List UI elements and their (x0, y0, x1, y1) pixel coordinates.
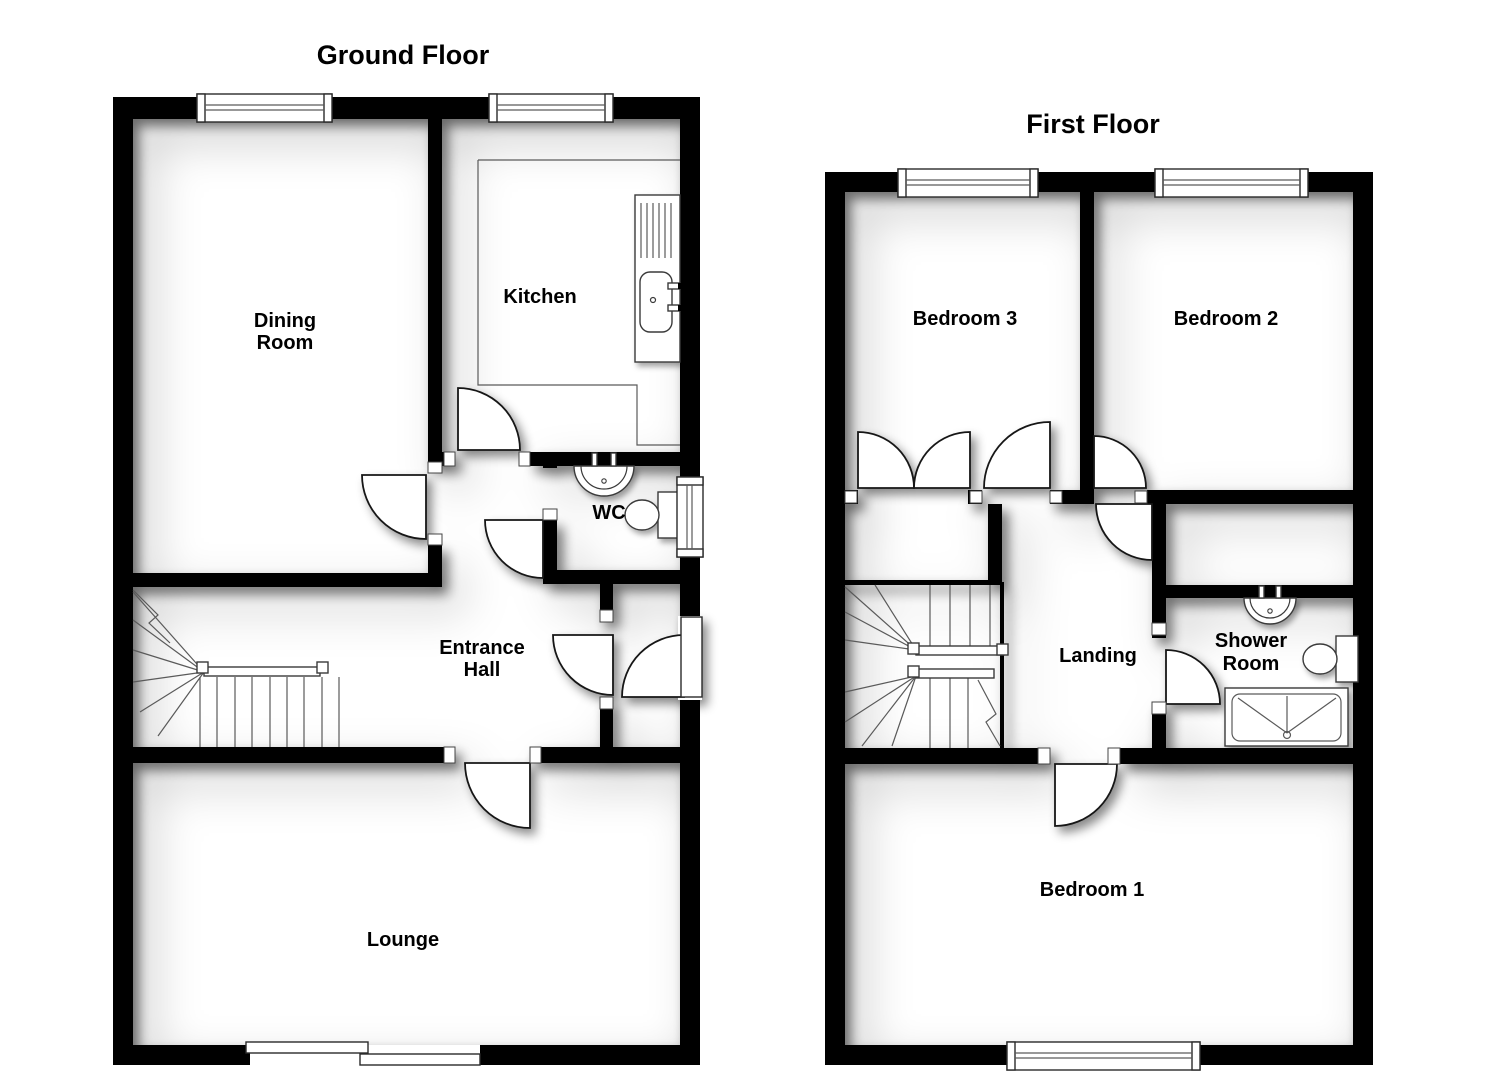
ff-stair-handrail-lower (915, 668, 995, 679)
ff-stair-newel-a (907, 642, 920, 655)
lounge-door-arc (464, 762, 531, 829)
ff-wall-bed3-bed2-divider (1080, 192, 1094, 492)
ff-stair-winders-lower (844, 675, 917, 747)
gf-wall-wc-bottom (543, 570, 680, 584)
gf-stair-winders (132, 589, 205, 737)
ff-wall-left (825, 172, 845, 1065)
staircase-ground-floor (132, 589, 340, 747)
gf-wall-divider-lower (428, 545, 442, 576)
room-label-entrance-line1: Entrance (439, 637, 525, 659)
ff-stairwell-edge-right (1000, 582, 1004, 748)
ground-floor-doors (361, 387, 703, 829)
first-floor-title: First Floor (1026, 109, 1160, 139)
room-label-kitchen: Kitchen (503, 286, 576, 308)
windows (196, 93, 1309, 1071)
ff-wall-bed1-top-left (825, 748, 1050, 764)
shower-room-door-arc (1165, 649, 1221, 705)
room-label-entrance-line2: Hall (464, 659, 501, 681)
gf-stair-treads (199, 677, 340, 747)
wc-door-arc (484, 519, 544, 579)
gf-wall-hall-lounge-left (113, 747, 455, 763)
gf-stair-handrail (203, 666, 321, 677)
gf-wall-right (680, 97, 700, 1065)
ff-wall-shower-left-upper (1152, 490, 1166, 638)
room-label-dining-line2: Room (257, 332, 314, 354)
staircase-first-floor (844, 584, 1009, 748)
kitchen-door-arc (457, 387, 521, 451)
ff-stair-handrail-upper (915, 645, 1005, 656)
shower-tray (1224, 687, 1349, 747)
gf-wall-dining-kitchen (428, 119, 442, 452)
first-floor-doors (857, 421, 1221, 827)
ff-wall-bed2-bottom (1147, 490, 1353, 504)
room-label-bedroom2: Bedroom 2 (1174, 308, 1278, 330)
wardrobe-door-right-arc (913, 431, 971, 489)
room-label-bedroom1: Bedroom 1 (1040, 879, 1144, 901)
dining-room-window (196, 93, 333, 123)
room-label-wc: WC (592, 502, 625, 524)
ff-stair-break-line (977, 679, 1001, 747)
room-label-shower-line2: Room (1223, 653, 1280, 675)
labels: Ground Floor First Floor Dining Room Kit… (254, 40, 1287, 951)
ff-stair-treads-lower (929, 678, 1001, 748)
room-label-landing: Landing (1059, 645, 1137, 667)
door-jamb-posts (427, 451, 1167, 765)
bedroom1-door-arc (1054, 763, 1118, 827)
gf-wall-wc-left-lower (543, 520, 557, 584)
dining-room-door-arc (361, 474, 427, 540)
shower-basin (1243, 585, 1297, 625)
front-door-leaf (680, 616, 703, 698)
gf-stair-newel-right (316, 661, 329, 674)
kitchen-window (488, 93, 614, 123)
gf-wall-dining-bottom (113, 573, 442, 587)
gf-wall-hall-lounge-right (530, 747, 700, 763)
wc-window (676, 476, 704, 558)
kitchen-counter (477, 159, 683, 446)
gf-wall-kitchen-bottom-right (530, 452, 680, 466)
bedroom3-window (897, 168, 1039, 198)
bedroom2-window (1154, 168, 1309, 198)
ff-wall-stairwell (988, 504, 1002, 582)
shower-toilet (1302, 635, 1359, 683)
room-label-lounge: Lounge (367, 929, 439, 951)
bedroom3-door-arc (983, 421, 1051, 489)
ff-wall-bed1-top-right (1120, 748, 1353, 764)
ff-stairwell-edge-top (845, 580, 1002, 585)
bedroom1-window (1006, 1041, 1201, 1071)
ff-stair-treads-upper (929, 585, 991, 646)
gf-wall-vestibule-lower (600, 697, 613, 760)
gf-stair-break-line (132, 589, 171, 644)
ff-wall-right (1353, 172, 1373, 1065)
room-label-bedroom3: Bedroom 3 (913, 308, 1017, 330)
lounge-patio-door (245, 1041, 481, 1066)
wc-toilet (624, 491, 681, 539)
room-label-shower-line1: Shower (1215, 630, 1287, 652)
ff-stair-newel-c (907, 665, 920, 678)
ff-stair-winders-upper (844, 584, 917, 651)
kitchen-sink (634, 194, 683, 363)
front-door-arc (621, 634, 685, 698)
ff-wall-shower-top (1152, 585, 1353, 598)
bedroom2-door-arc (1093, 435, 1147, 489)
room-label-dining-line1: Dining (254, 310, 316, 332)
wc-basin (573, 452, 635, 497)
ff-stair-newel-b (996, 643, 1009, 656)
gf-wall-wc-left-upper (543, 452, 557, 468)
gf-stair-newel-left (196, 661, 209, 674)
ground-floor-title: Ground Floor (317, 40, 490, 70)
vestibule-door-arc (552, 634, 614, 696)
landing-door-arc (1095, 503, 1153, 561)
